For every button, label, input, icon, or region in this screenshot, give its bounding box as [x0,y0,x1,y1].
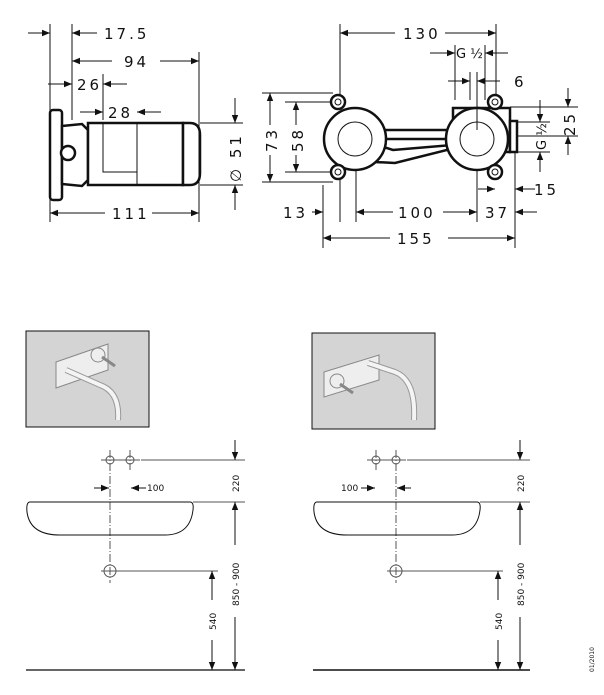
dim-g-half-top: G ½ [456,47,483,62]
dim-850-900: 850 - 900 [232,562,242,606]
dim-6: 6 [514,73,527,91]
dim-15: 15 [534,181,559,199]
dim-100: 100 [147,484,164,494]
installation-left: 100 220 850 - 900 540 [25,330,245,671]
dim-25: 25 [561,111,579,136]
dim-100: 100 [341,484,358,494]
dim-94: 94 [124,53,149,71]
dim-111: 111 [112,205,150,223]
hole-right [391,455,401,465]
dim-13: 13 [283,204,308,222]
drain-hole [389,564,403,578]
side-view: 17.5 94 26 28 ∅ 51 111 [28,24,245,223]
dim-130: 130 [403,25,441,43]
revision-date: 01/2010 [589,647,596,672]
faucet-illustration-left [25,330,150,428]
faucet-illustration-right [311,332,436,430]
dim-220: 220 [517,475,527,492]
installation-right: 100 220 850 - 900 540 [311,332,530,671]
hole-left [105,455,115,465]
front-body [322,93,519,181]
basin-right [313,501,481,536]
dim-220: 220 [232,475,242,492]
basin-left [26,501,194,536]
front-view: 130 G ½ 6 73 58 25 G ½ 15 13 100 [262,24,579,248]
side-body [48,108,202,202]
dim-58: 58 [289,127,307,152]
dim-diameter-51: ∅ 51 [227,133,245,182]
dim-28: 28 [108,104,133,122]
dim-100: 100 [398,204,436,222]
dim-540: 540 [209,613,219,630]
dim-37: 37 [485,204,510,222]
hole-left [371,455,381,465]
hole-right [125,455,135,465]
dim-850-900: 850 - 900 [517,562,527,606]
dim-540: 540 [495,613,505,630]
dim-155: 155 [397,230,435,248]
dim-73: 73 [263,127,281,152]
dim-26: 26 [77,76,102,94]
dim-17-5: 17.5 [104,25,149,43]
drain-hole [103,564,117,578]
dim-g-half-side: G ½ [535,123,550,150]
